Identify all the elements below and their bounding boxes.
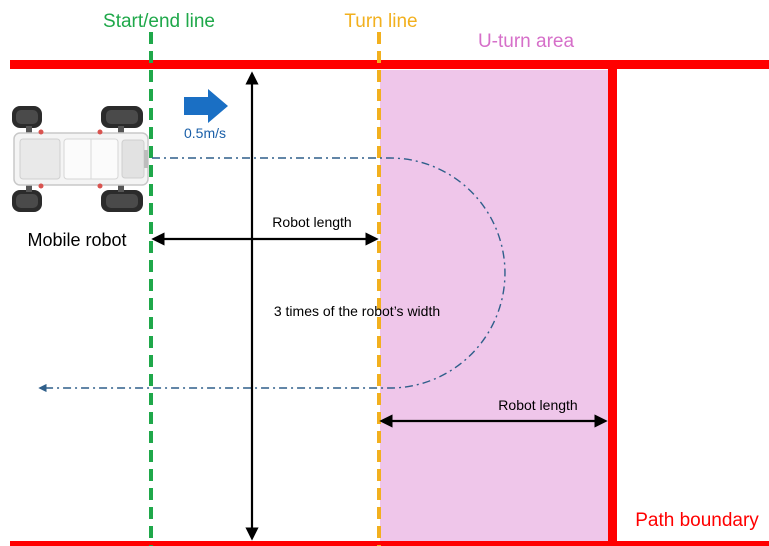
top-path-boundary: [10, 60, 769, 69]
arrow-right-icon: [184, 89, 228, 123]
mobile-robot-icon: [12, 106, 149, 212]
mobile-robot-label: Mobile robot: [27, 230, 126, 250]
u-turn-area-region: [380, 70, 612, 544]
u-turn-trajectory: [38, 157, 506, 393]
bottom-path-boundary: [10, 541, 769, 546]
speed-label: 0.5m/s: [184, 125, 226, 141]
robot-width-span-label: 3 times of the robot’s width: [274, 303, 440, 319]
turn-line-label: Turn line: [344, 11, 417, 32]
robot-length-label-2: Robot length: [498, 397, 577, 413]
right-path-boundary: [608, 60, 617, 546]
start-end-line-label: Start/end line: [103, 11, 215, 32]
path-boundary-label: Path boundary: [635, 510, 759, 531]
u-turn-area-label: U-turn area: [478, 31, 575, 52]
robot-length-label-1: Robot length: [272, 214, 351, 230]
